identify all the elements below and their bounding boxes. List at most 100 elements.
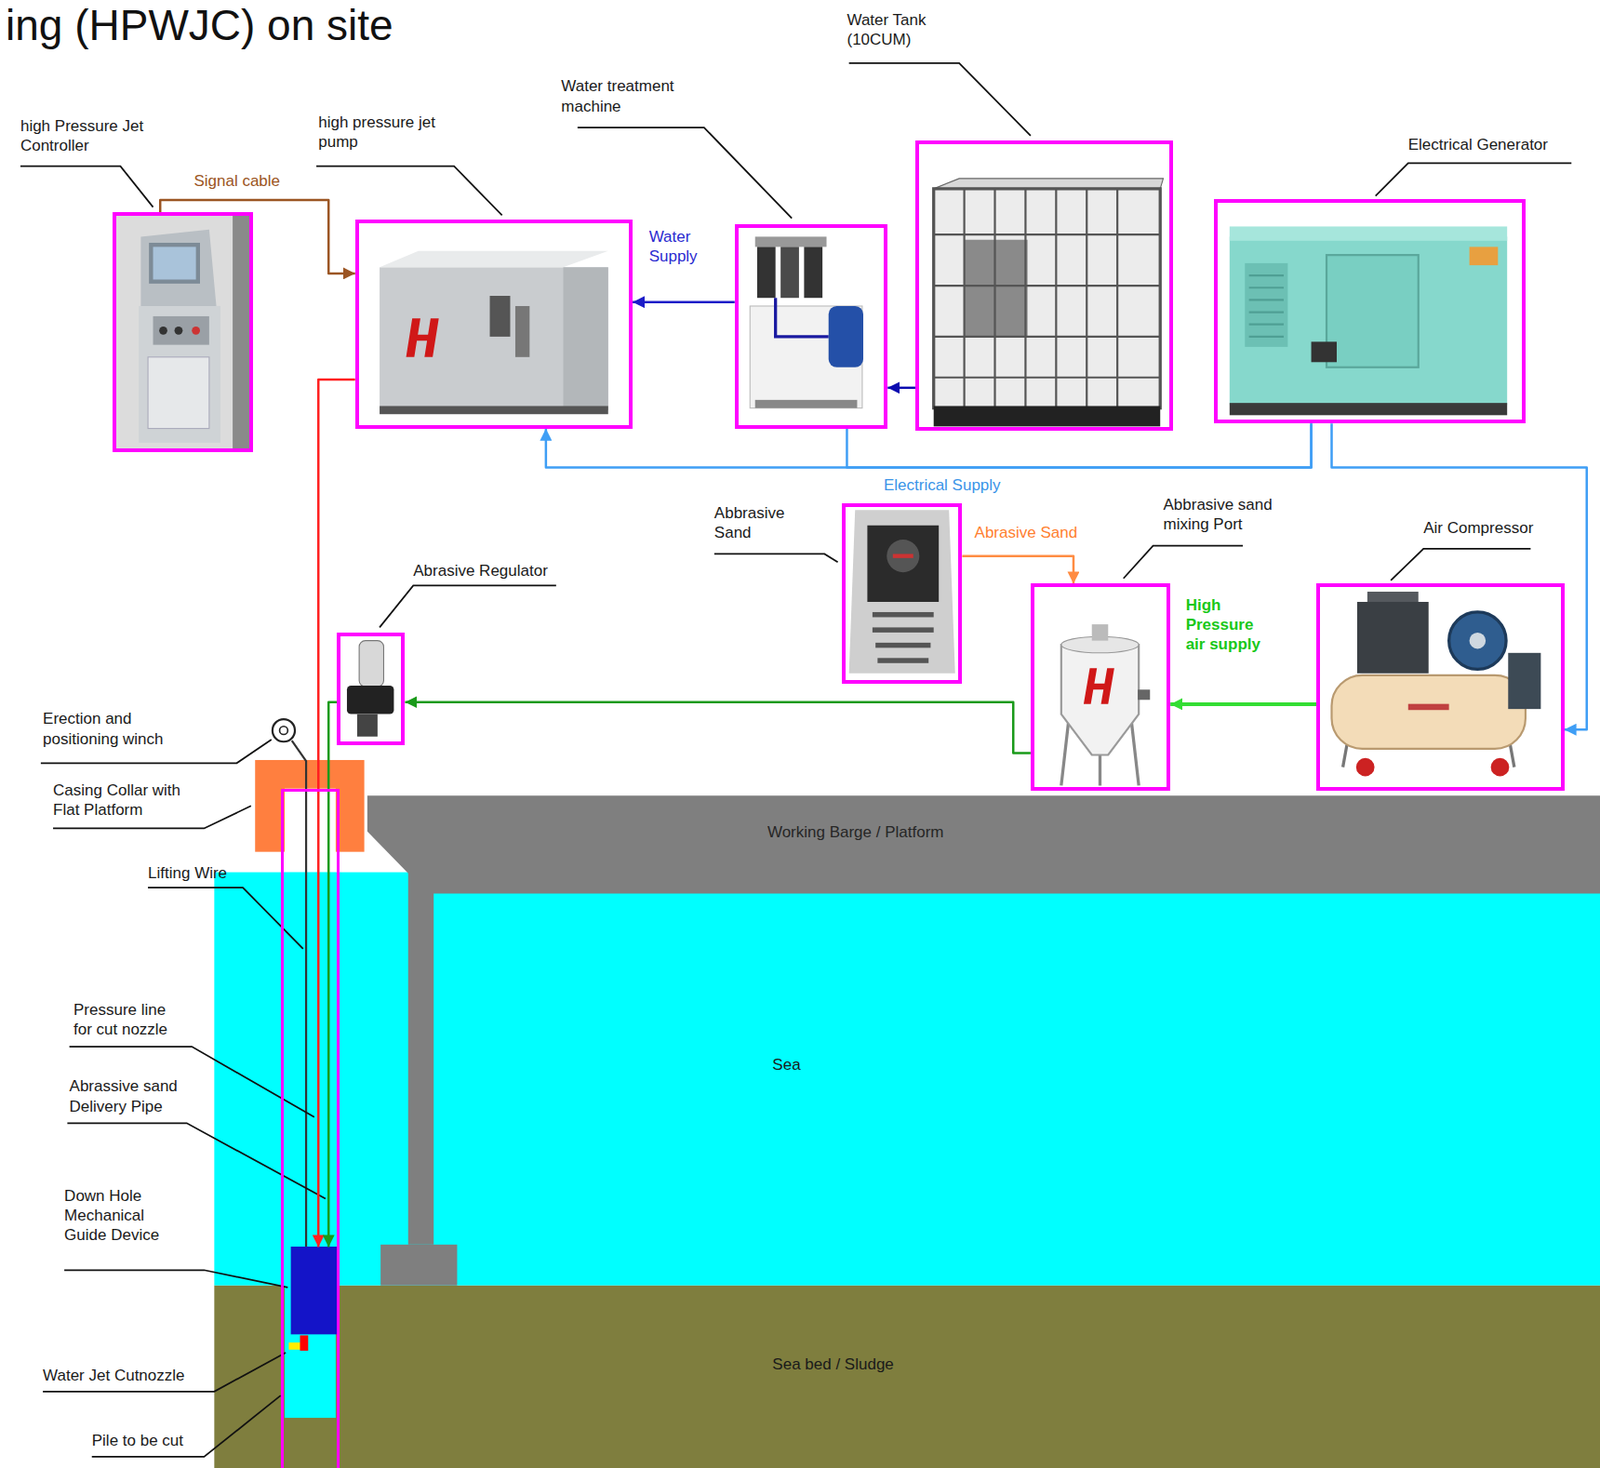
- label-slot: Water Tank (10CUM): [846, 10, 954, 51]
- barge-structure: [367, 795, 1600, 1285]
- water-tank-illustration: [964, 240, 1028, 337]
- compressor-illustration: [1357, 601, 1429, 674]
- title-slot: ing (HPWJC) on site: [5, 1, 394, 50]
- cut-nozzle: [288, 1334, 308, 1350]
- part-label: Abrassive sand Delivery Pipe: [69, 1076, 198, 1117]
- compressor-illustration: [1332, 675, 1526, 749]
- barge-band: Working Barge / Platform: [367, 796, 1600, 894]
- generator-box: Electrical Generator: [1213, 199, 1526, 424]
- node-label: Pile to be cut: [92, 1430, 184, 1451]
- tank-box: Water Tank (10CUM): [915, 140, 1174, 431]
- generator-illustration: [1229, 236, 1507, 405]
- generator-illustration: [1244, 263, 1288, 347]
- controller-illustration: [115, 214, 251, 449]
- label-slot: Down Hole Mechanical Guide Device: [64, 1186, 177, 1246]
- node-label: Abbrasive sand mixing Port: [1163, 494, 1307, 535]
- label-slot: Signal cable: [193, 171, 280, 191]
- treatment-illustration: [755, 236, 827, 247]
- controller-illustration: [232, 214, 251, 449]
- winch-symbol: [280, 726, 289, 735]
- casing-collar: Casing Collar with Flat Platform: [254, 760, 364, 853]
- node-label: Air Compressor: [1423, 518, 1534, 538]
- cut-nozzle: [288, 1342, 301, 1350]
- label-slot: High Pressure air supply: [1186, 595, 1268, 655]
- treatment-illustration: [775, 297, 829, 337]
- leader-line: [20, 63, 1572, 1457]
- pump-illustration: [379, 251, 609, 414]
- sand-bag-illustration: [849, 509, 956, 673]
- node-label: Working Barge / Platform: [767, 822, 945, 842]
- regulator-illustration: [346, 640, 394, 737]
- pipe-connector: [632, 300, 735, 304]
- pipe-connector: [961, 556, 1074, 585]
- guide-device: Down Hole Mechanical Guide Device: [291, 1246, 337, 1334]
- pile-outline: Down Hole Mechanical Guide DeviceWater J…: [280, 788, 341, 1468]
- controller-box: high Pressure Jet Controller: [112, 212, 254, 453]
- connector-label: Electrical Supply: [883, 475, 1001, 495]
- label-slot: Working Barge / Platform: [767, 822, 945, 842]
- regulator-illustration: [357, 714, 378, 737]
- mixing-pot-illustration: [1092, 624, 1109, 641]
- seabed-region: Sea bed / Sludge: [213, 1285, 1600, 1468]
- treatment-illustration: [803, 246, 823, 298]
- node-label: Water treatment machine: [560, 76, 715, 117]
- compressor-box: Air Compressor: [1316, 583, 1565, 791]
- leader-line: [1390, 548, 1531, 581]
- leader-line: [69, 1046, 315, 1118]
- leader-line: [1375, 162, 1573, 196]
- water-tank-illustration: [933, 178, 1164, 427]
- water-tank-illustration: [933, 188, 1161, 409]
- pump-illustration: [490, 295, 511, 337]
- leader-line: [316, 166, 503, 216]
- leader-line: [92, 1395, 281, 1457]
- generator-illustration: [1249, 275, 1284, 337]
- label-slot: Abbrasive Sand: [714, 503, 807, 544]
- label-slot: Erection and positioning winch: [42, 708, 197, 749]
- pump-illustration: [406, 318, 440, 358]
- node-label: Electrical Generator: [1408, 134, 1548, 155]
- sand-bag-illustration: [893, 553, 914, 558]
- leader-line: [20, 166, 154, 208]
- pipe-connector: [328, 702, 337, 1248]
- connector-label: High Pressure air supply: [1186, 595, 1268, 655]
- generator-illustration: [1326, 254, 1419, 368]
- pipe-connector: [1170, 702, 1317, 707]
- pipe-connector: [887, 386, 916, 390]
- controller-illustration: [159, 326, 168, 335]
- water-tank-illustration: [933, 405, 1161, 427]
- label-slot: high Pressure Jet Controller: [20, 116, 185, 157]
- controller-illustration: [138, 306, 221, 443]
- sand-bag-illustration: [866, 525, 939, 602]
- regulator-illustration: [346, 685, 394, 715]
- label-slot: Sea bed / Sludge: [772, 1354, 894, 1374]
- leader-line: [147, 887, 304, 949]
- connector-label: Water Supply: [649, 226, 716, 267]
- node-label: Down Hole Mechanical Guide Device: [64, 1186, 177, 1246]
- guide-device: [291, 1246, 337, 1334]
- label-slot: Abrasive Regulator: [413, 560, 548, 581]
- regulator-box: Abrasive Regulator: [336, 632, 405, 746]
- node-label: Sea: [772, 1054, 800, 1075]
- seabed-fill: [213, 1285, 1600, 1468]
- pipe-connector: [846, 423, 1311, 467]
- sand-bag-illustration: [849, 509, 956, 673]
- leader-line: [42, 1352, 286, 1392]
- label-slot: high pressure jet pump: [318, 112, 467, 153]
- node-label: Abrasive Regulator: [413, 560, 548, 581]
- seabed-fill: [213, 1285, 1600, 1468]
- generator-illustration: [1229, 226, 1507, 415]
- leader-line: [64, 1269, 288, 1288]
- guide-device: [291, 1246, 337, 1334]
- part-label: Lifting Wire: [147, 863, 227, 883]
- treatment-illustration: [755, 400, 858, 409]
- label-slot: Air Compressor: [1423, 518, 1534, 538]
- compressor-illustration: [1332, 591, 1542, 776]
- label-slot: Electrical Supply: [883, 475, 1001, 495]
- node-label: Abbrasive Sand: [714, 503, 807, 544]
- node-label: Casing Collar with Flat Platform: [53, 780, 201, 821]
- sand-bag-illustration: [872, 626, 934, 632]
- pump-illustration: [379, 266, 609, 411]
- compressor-illustration: [1449, 612, 1507, 669]
